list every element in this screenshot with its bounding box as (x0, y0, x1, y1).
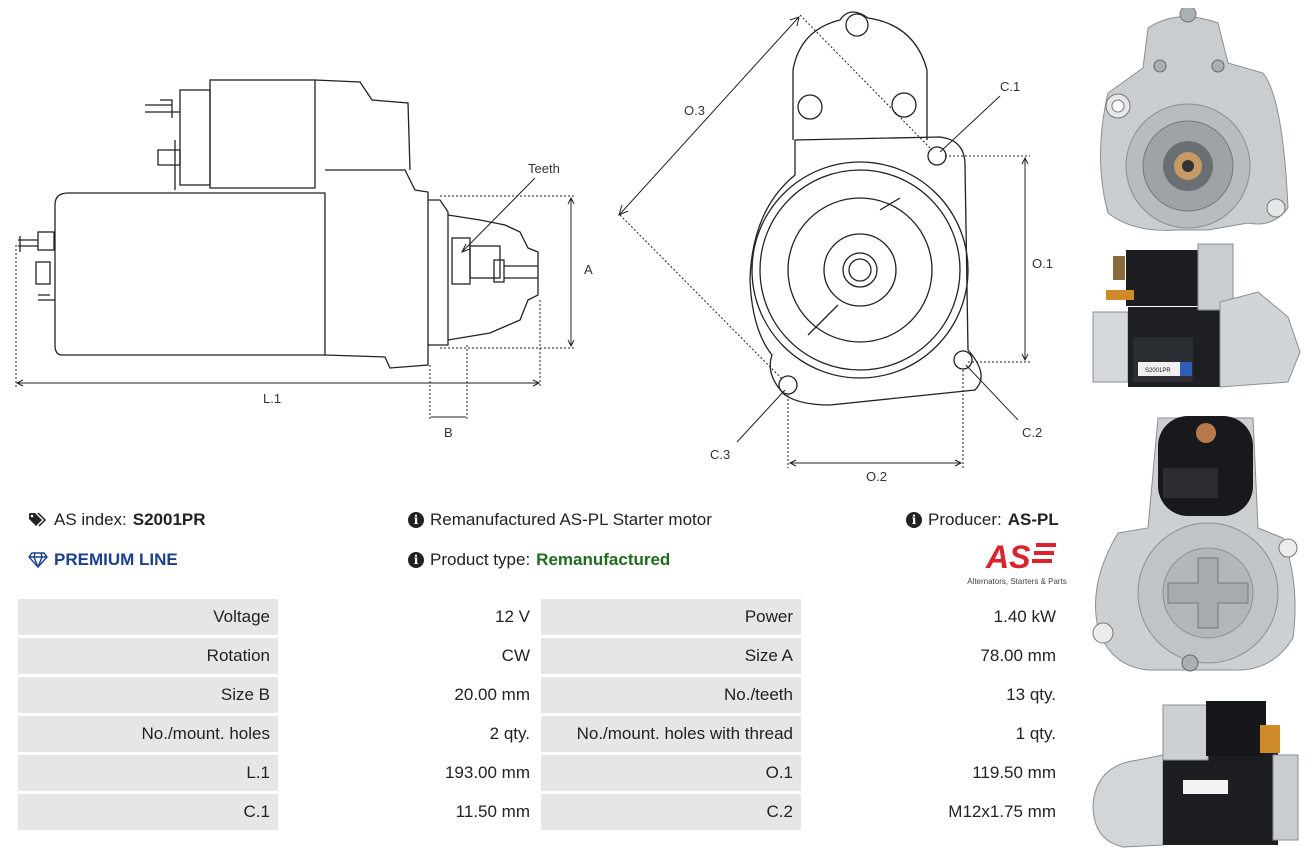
drive-end-outline (428, 199, 539, 346)
spec-value: M12x1.75 mm (804, 794, 1064, 830)
spec-value: 193.00 mm (281, 755, 538, 791)
info-icon: i (408, 552, 424, 568)
spec-value: 1 qty. (804, 716, 1064, 752)
logo-text: AS (985, 539, 1031, 572)
label-l1: L.1 (263, 391, 281, 406)
dimension-o2: O.2 (787, 370, 964, 484)
producer-row: i Producer: AS-PL (906, 510, 1059, 530)
spec-label: Size A (541, 638, 801, 674)
spec-value: CW (281, 638, 538, 674)
spec-label: No./mount. holes with thread (541, 716, 801, 752)
label-teeth: Teeth (528, 161, 560, 176)
spec-value: 11.50 mm (281, 794, 538, 830)
c-callouts: C.1 C.2 C.3 (710, 79, 1042, 462)
spec-label: Voltage (18, 599, 278, 635)
as-index-label: AS index: (54, 510, 127, 529)
label-c3: C.3 (710, 447, 730, 462)
spec-value: 12 V (281, 599, 538, 635)
spec-label: Power (541, 599, 801, 635)
photo-label-text: S2001PR (1145, 368, 1171, 374)
dimension-l1: L.1 (15, 245, 541, 406)
spec-label: Rotation (18, 638, 278, 674)
as-index-value: S2001PR (132, 510, 206, 529)
logo-tagline: Alternators, Starters & Parts (967, 577, 1067, 586)
spec-value: 119.50 mm (804, 755, 1064, 791)
solenoid-outline (145, 79, 411, 190)
label-c1: C.1 (1000, 79, 1020, 94)
tags-icon (29, 512, 47, 527)
label-o2: O.2 (866, 469, 887, 484)
label-o3: O.3 (684, 103, 705, 118)
product-type-label: Product type: (430, 550, 531, 569)
description-row: i Remanufactured AS-PL Starter motor (408, 510, 712, 530)
spec-label: L.1 (18, 755, 278, 791)
spec-value: 2 qty. (281, 716, 538, 752)
photo-side: S2001PR (1092, 243, 1301, 388)
flange-outline (749, 11, 982, 406)
dimension-o1: O.1 (945, 155, 1053, 363)
spec-label: Size B (18, 677, 278, 713)
product-type-value: Remanufactured (536, 550, 671, 569)
spec-label: No./teeth (541, 677, 801, 713)
motor-housing-circles (751, 161, 969, 379)
front-view-drawing: O.3 O.1 O.2 C.1 C.2 C.3 (618, 11, 1053, 484)
spec-value: 78.00 mm (804, 638, 1064, 674)
photo-side-2 (1092, 701, 1299, 848)
spec-label: No./mount. holes (18, 716, 278, 752)
photo-rear (1092, 416, 1298, 672)
spec-label: O.1 (541, 755, 801, 791)
product-type-row: i Product type: Remanufactured (408, 550, 670, 570)
info-icon: i (906, 512, 922, 528)
premium-line-label: PREMIUM LINE (54, 550, 178, 569)
spec-value: 13 qty. (804, 677, 1064, 713)
spec-label: C.1 (18, 794, 278, 830)
producer-value: AS-PL (1007, 510, 1059, 529)
label-a: A (584, 262, 593, 277)
motor-body-outline (18, 169, 429, 369)
spec-label: C.2 (541, 794, 801, 830)
side-view-drawing: A L.1 B Teeth (15, 79, 593, 440)
as-logo-mark: AS (985, 539, 1056, 575)
dimension-b: B (429, 345, 468, 440)
label-c2: C.2 (1022, 425, 1042, 440)
label-b: B (444, 425, 453, 440)
dimension-o3: O.3 (618, 14, 933, 381)
spec-value: 1.40 kW (804, 599, 1064, 635)
diamond-icon (28, 552, 48, 568)
info-icon: i (408, 512, 424, 528)
dimension-a: A (440, 195, 593, 349)
producer-label: Producer: (928, 510, 1002, 529)
label-o1: O.1 (1032, 256, 1053, 271)
teeth-callout: Teeth (460, 161, 560, 253)
description-text: Remanufactured AS-PL Starter motor (430, 510, 712, 529)
as-pl-logo: AS Alternators, Starters & Parts (966, 538, 1068, 586)
premium-line-row[interactable]: PREMIUM LINE (28, 550, 178, 570)
spec-value: 20.00 mm (281, 677, 538, 713)
as-index-row: AS index: S2001PR (28, 510, 206, 530)
photo-front (1100, 8, 1289, 231)
